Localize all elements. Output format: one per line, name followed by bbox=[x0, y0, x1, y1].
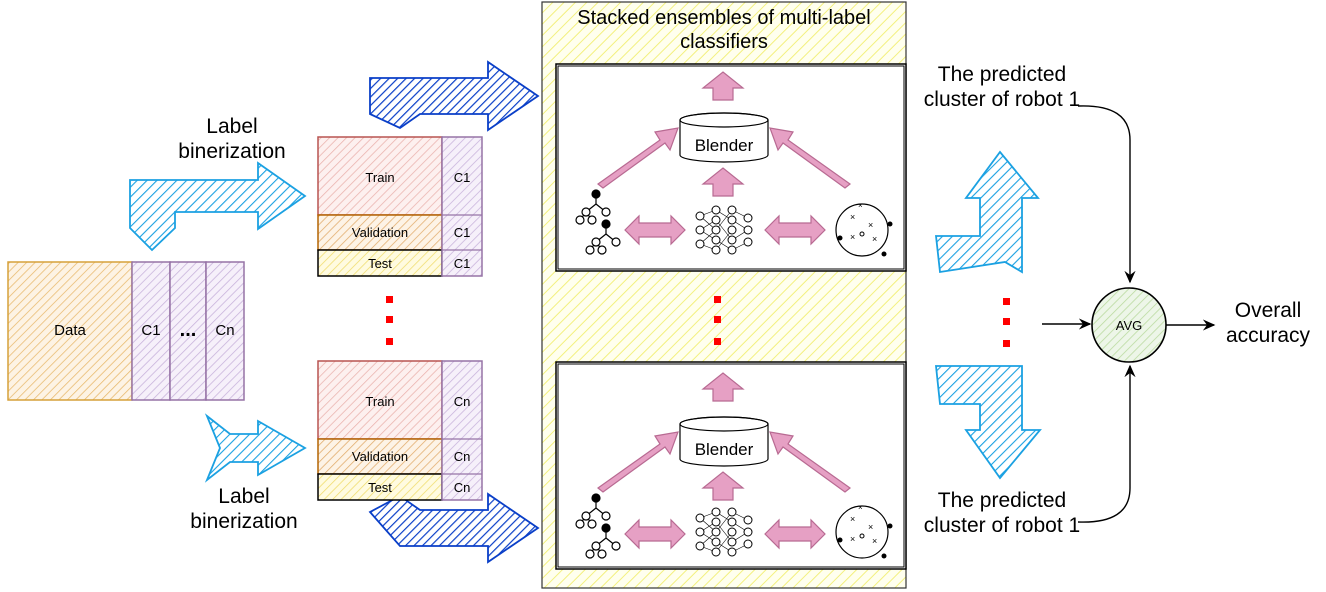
binerization-arrow-top bbox=[129, 161, 307, 252]
prediction-arrow-bottom bbox=[935, 365, 1042, 480]
overall-accuracy-label: Overall accuracy bbox=[1225, 299, 1311, 348]
data-block bbox=[7, 261, 245, 401]
avg-label: AVG bbox=[1115, 318, 1143, 333]
split-table-top bbox=[317, 136, 483, 277]
blender-label-top: Blender bbox=[694, 136, 754, 155]
train-label-bottom: Train bbox=[365, 394, 395, 409]
ellipsis-label: ... bbox=[179, 319, 197, 341]
prediction-label-bottom: The predicted cluster of robot 1 bbox=[923, 489, 1081, 538]
class-label-validation-top: C1 bbox=[453, 225, 471, 240]
class-label-train-top: C1 bbox=[453, 170, 471, 185]
c1-label: C1 bbox=[141, 322, 161, 339]
red-dots bbox=[386, 296, 1010, 347]
connector-top bbox=[1077, 105, 1136, 284]
prediction-label-top: The predicted cluster of robot 1 bbox=[923, 63, 1081, 112]
binerization-label-bottom: Label binerization bbox=[190, 485, 298, 534]
c1-cell bbox=[131, 261, 171, 401]
ensemble-title: Stacked ensembles of multi-label classif… bbox=[577, 7, 871, 53]
class-label-test-top: C1 bbox=[453, 256, 471, 271]
ensemble-input-arrow-bottom bbox=[368, 492, 540, 564]
split-table-bottom bbox=[317, 360, 483, 501]
cn-label: Cn bbox=[215, 322, 235, 339]
class-label-validation-bottom: Cn bbox=[453, 449, 471, 464]
validation-label-bottom: Validation bbox=[351, 449, 409, 464]
test-label-bottom: Test bbox=[368, 480, 392, 495]
data-label: Data bbox=[54, 322, 86, 339]
binerization-arrow-bottom bbox=[204, 413, 307, 483]
ensemble-input-arrow-top bbox=[369, 60, 540, 132]
connector-bottom bbox=[1077, 364, 1136, 523]
ensemble-panel-top bbox=[555, 63, 907, 272]
test-label-top: Test bbox=[368, 256, 392, 271]
validation-label-top: Validation bbox=[351, 225, 409, 240]
prediction-arrow-top bbox=[934, 150, 1040, 274]
cn-cell bbox=[205, 261, 245, 401]
blender-icon bbox=[679, 112, 769, 163]
class-label-train-bottom: Cn bbox=[453, 394, 471, 409]
ensemble-panel-bottom bbox=[555, 361, 907, 570]
blender-label-bottom: Blender bbox=[694, 440, 754, 459]
train-label-top: Train bbox=[365, 170, 395, 185]
binerization-label-top: Label binerization bbox=[178, 115, 286, 164]
class-label-test-bottom: Cn bbox=[453, 480, 471, 495]
data-cell bbox=[7, 261, 133, 401]
blender-icon bbox=[679, 416, 769, 467]
